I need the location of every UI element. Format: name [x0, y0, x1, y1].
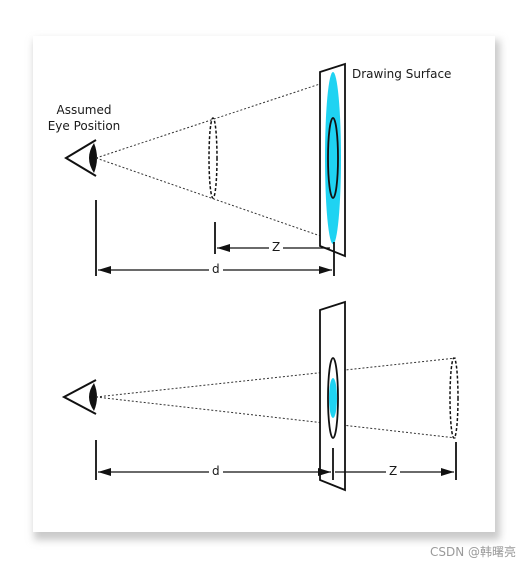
z-label-top: Z	[269, 239, 284, 255]
sight-line-top-upper	[95, 79, 333, 159]
d-arrow-left-bottom	[98, 468, 111, 476]
d-arrow-left-top	[98, 266, 111, 274]
projection-outline-top	[327, 117, 339, 199]
z-arrow-right-bottom	[441, 468, 454, 476]
eye-position-label-line1: Assumed	[56, 103, 112, 117]
d-arrow-right-bottom	[318, 468, 331, 476]
d-label-bottom: d	[209, 463, 223, 479]
d-label-top: d	[209, 261, 223, 277]
z-label-bottom: Z	[386, 463, 401, 479]
eye-icon-top	[64, 139, 97, 177]
projection-outline-bottom	[327, 357, 339, 439]
eye-position-label-line2: Eye Position	[47, 119, 121, 133]
d-arrow-right-top	[319, 266, 332, 274]
virtual-object-bottom	[449, 357, 459, 439]
panel	[33, 36, 495, 532]
watermark: CSDN @韩曙亮	[429, 545, 516, 559]
sight-line-bottom-lower	[95, 396, 457, 439]
projection-fill-top	[325, 72, 341, 244]
sight-line-top-lower	[95, 157, 333, 241]
sight-line-bottom-upper	[95, 357, 457, 398]
virtual-object-top	[208, 117, 218, 199]
z-arrow-left-top	[217, 244, 230, 252]
projection-fill-bottom	[329, 378, 337, 418]
eye-icon-bottom	[61, 379, 97, 415]
drawing-surface-label: Drawing Surface	[352, 67, 452, 81]
